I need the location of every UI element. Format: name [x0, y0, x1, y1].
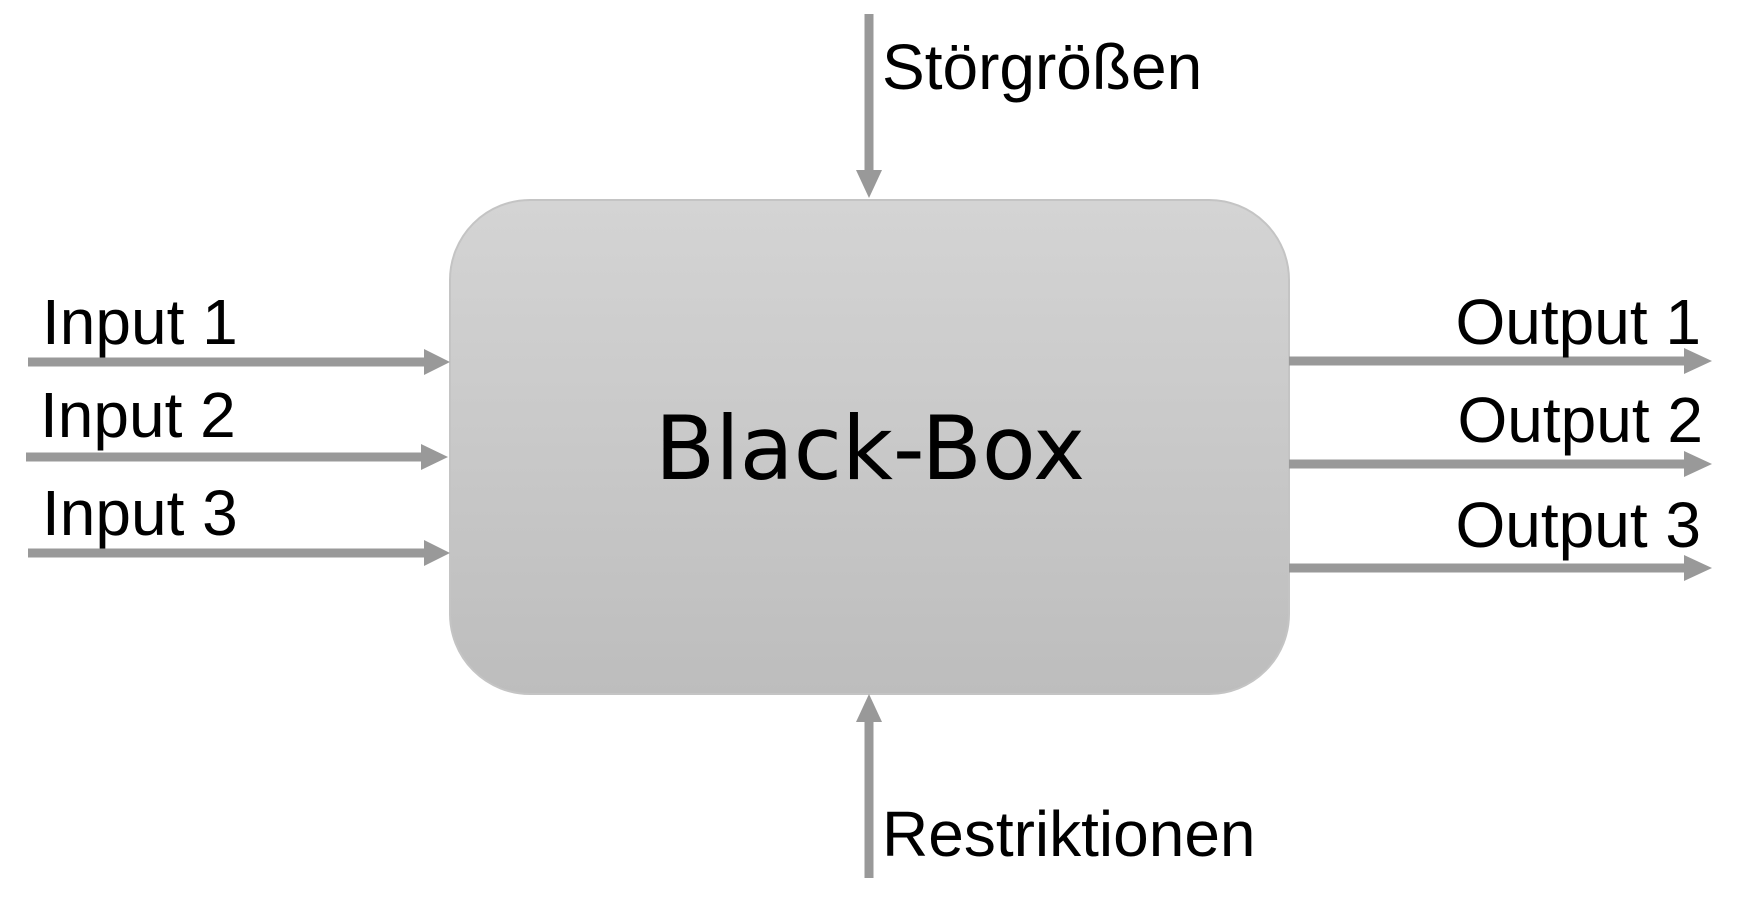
output-label-2: Output 2 — [1457, 384, 1704, 456]
input-label-2: Input 2 — [40, 379, 236, 451]
black-box — [449, 199, 1290, 695]
disturbance-arrow — [856, 14, 882, 198]
disturbance-label: Störgrößen — [882, 31, 1203, 103]
input-arrow-2 — [26, 444, 448, 470]
input-arrow-3 — [28, 540, 450, 566]
constraints-label: Restriktionen — [882, 798, 1256, 870]
output-arrow-3 — [1289, 555, 1712, 581]
output-label-1: Output 1 — [1455, 286, 1702, 358]
input-label-1: Input 1 — [42, 286, 238, 358]
constraints-arrow — [856, 694, 882, 878]
output-arrow-1 — [1289, 348, 1712, 374]
output-arrow-2 — [1289, 451, 1712, 477]
input-label-3: Input 3 — [42, 477, 238, 549]
output-label-3: Output 3 — [1455, 489, 1702, 561]
input-arrow-1 — [28, 349, 450, 375]
black-box-label: Black-Box — [654, 397, 1086, 500]
